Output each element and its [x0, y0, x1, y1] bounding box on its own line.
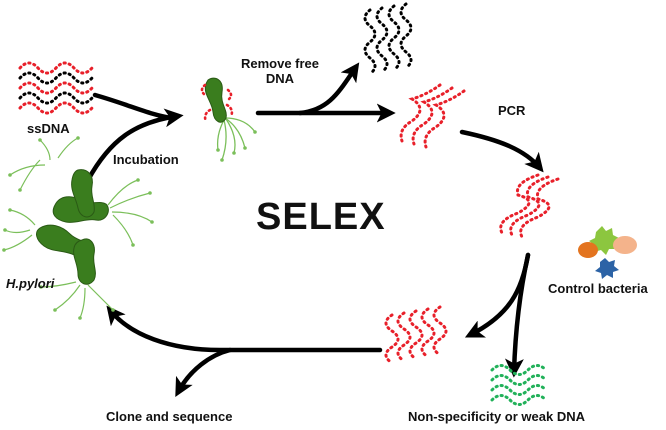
label-clone-sequence: Clone and sequence	[106, 409, 233, 424]
label-remove-free-line2: DNA	[265, 70, 295, 86]
free-dna	[363, 2, 413, 76]
label-hpylori: H.pylori	[6, 276, 55, 291]
amplified-red-strands	[499, 173, 560, 239]
control-cell-orange	[578, 242, 598, 258]
control-bacteria-cells	[578, 226, 637, 279]
label-remove-free-dna: Remove free DNA	[236, 56, 324, 87]
control-cell-blue	[595, 258, 619, 279]
hpylori-cell-4	[73, 238, 96, 285]
label-remove-free-line1: Remove free	[240, 56, 320, 71]
label-ssdna: ssDNA	[27, 121, 70, 136]
label-pcr: PCR	[498, 103, 526, 118]
hpylori-cluster	[2, 136, 154, 320]
label-incubation: Incubation	[113, 152, 179, 167]
pcr-red-strands	[399, 83, 466, 149]
arrow-nonspecific	[504, 252, 531, 378]
arrow-pcr-to-control	[459, 129, 544, 173]
nonspecific-green-strands	[490, 364, 548, 406]
arrow-remove-free-dna	[297, 62, 360, 116]
hpylori-cell-2	[71, 169, 95, 218]
bound-bacterium	[200, 77, 257, 162]
cycle-arrows	[85, 62, 544, 397]
label-control-bacteria: Control bacteria	[548, 281, 648, 296]
arrow-ssdna-to-incubation	[92, 92, 175, 121]
label-nonspecific: Non-specificity or weak DNA	[408, 409, 585, 424]
selected-red-strands	[384, 305, 448, 365]
arrow-back-to-hpylori	[106, 305, 383, 353]
arrow-clone-sequence	[175, 347, 233, 397]
diagram-title: SELEX	[256, 196, 386, 238]
arrow-incubation	[85, 108, 184, 183]
ssdna-pool	[18, 61, 94, 115]
control-cell-peach	[613, 236, 637, 254]
